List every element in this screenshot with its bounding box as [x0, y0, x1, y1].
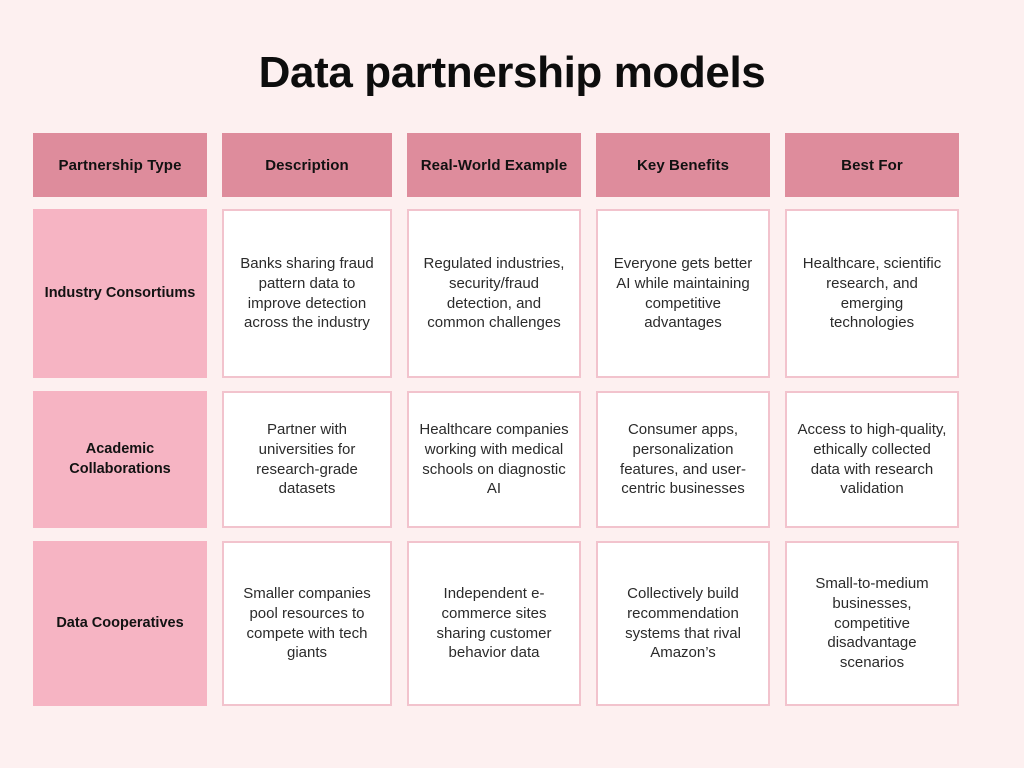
cell-best-for: Small-to-medium businesses, competitive …: [785, 541, 959, 706]
comparison-table: Partnership Type Description Real-World …: [33, 133, 959, 719]
page-title: Data partnership models: [258, 48, 766, 97]
cell-description: Partner with universities for research-g…: [222, 391, 392, 528]
cell-description: Banks sharing fraud pattern data to impr…: [222, 209, 392, 378]
table-header-row: Partnership Type Description Real-World …: [33, 133, 959, 197]
row-header-industry-consortiums: Industry Consortiums: [33, 209, 207, 378]
cell-best-for: Healthcare, scientific research, and eme…: [785, 209, 959, 378]
cell-real-world-example: Regulated industries, security/fraud det…: [407, 209, 581, 378]
table-row: Data Cooperatives Smaller companies pool…: [33, 541, 959, 706]
column-header-description: Description: [222, 133, 392, 197]
cell-key-benefits: Consumer apps, personalization features,…: [596, 391, 770, 528]
table-row: Industry Consortiums Banks sharing fraud…: [33, 209, 959, 378]
column-header-real-world-example: Real-World Example: [407, 133, 581, 197]
row-header-academic-collaborations: Academic Collaborations: [33, 391, 207, 528]
cell-key-benefits: Everyone gets better AI while maintainin…: [596, 209, 770, 378]
column-header-key-benefits: Key Benefits: [596, 133, 770, 197]
table-row: Academic Collaborations Partner with uni…: [33, 391, 959, 528]
cell-key-benefits: Collectively build recommendation system…: [596, 541, 770, 706]
column-header-partnership-type: Partnership Type: [33, 133, 207, 197]
cell-real-world-example: Healthcare companies working with medica…: [407, 391, 581, 528]
cell-description: Smaller companies pool resources to comp…: [222, 541, 392, 706]
cell-real-world-example: Independent e-commerce sites sharing cus…: [407, 541, 581, 706]
column-header-best-for: Best For: [785, 133, 959, 197]
cell-best-for: Access to high-quality, ethically collec…: [785, 391, 959, 528]
row-header-data-cooperatives: Data Cooperatives: [33, 541, 207, 706]
